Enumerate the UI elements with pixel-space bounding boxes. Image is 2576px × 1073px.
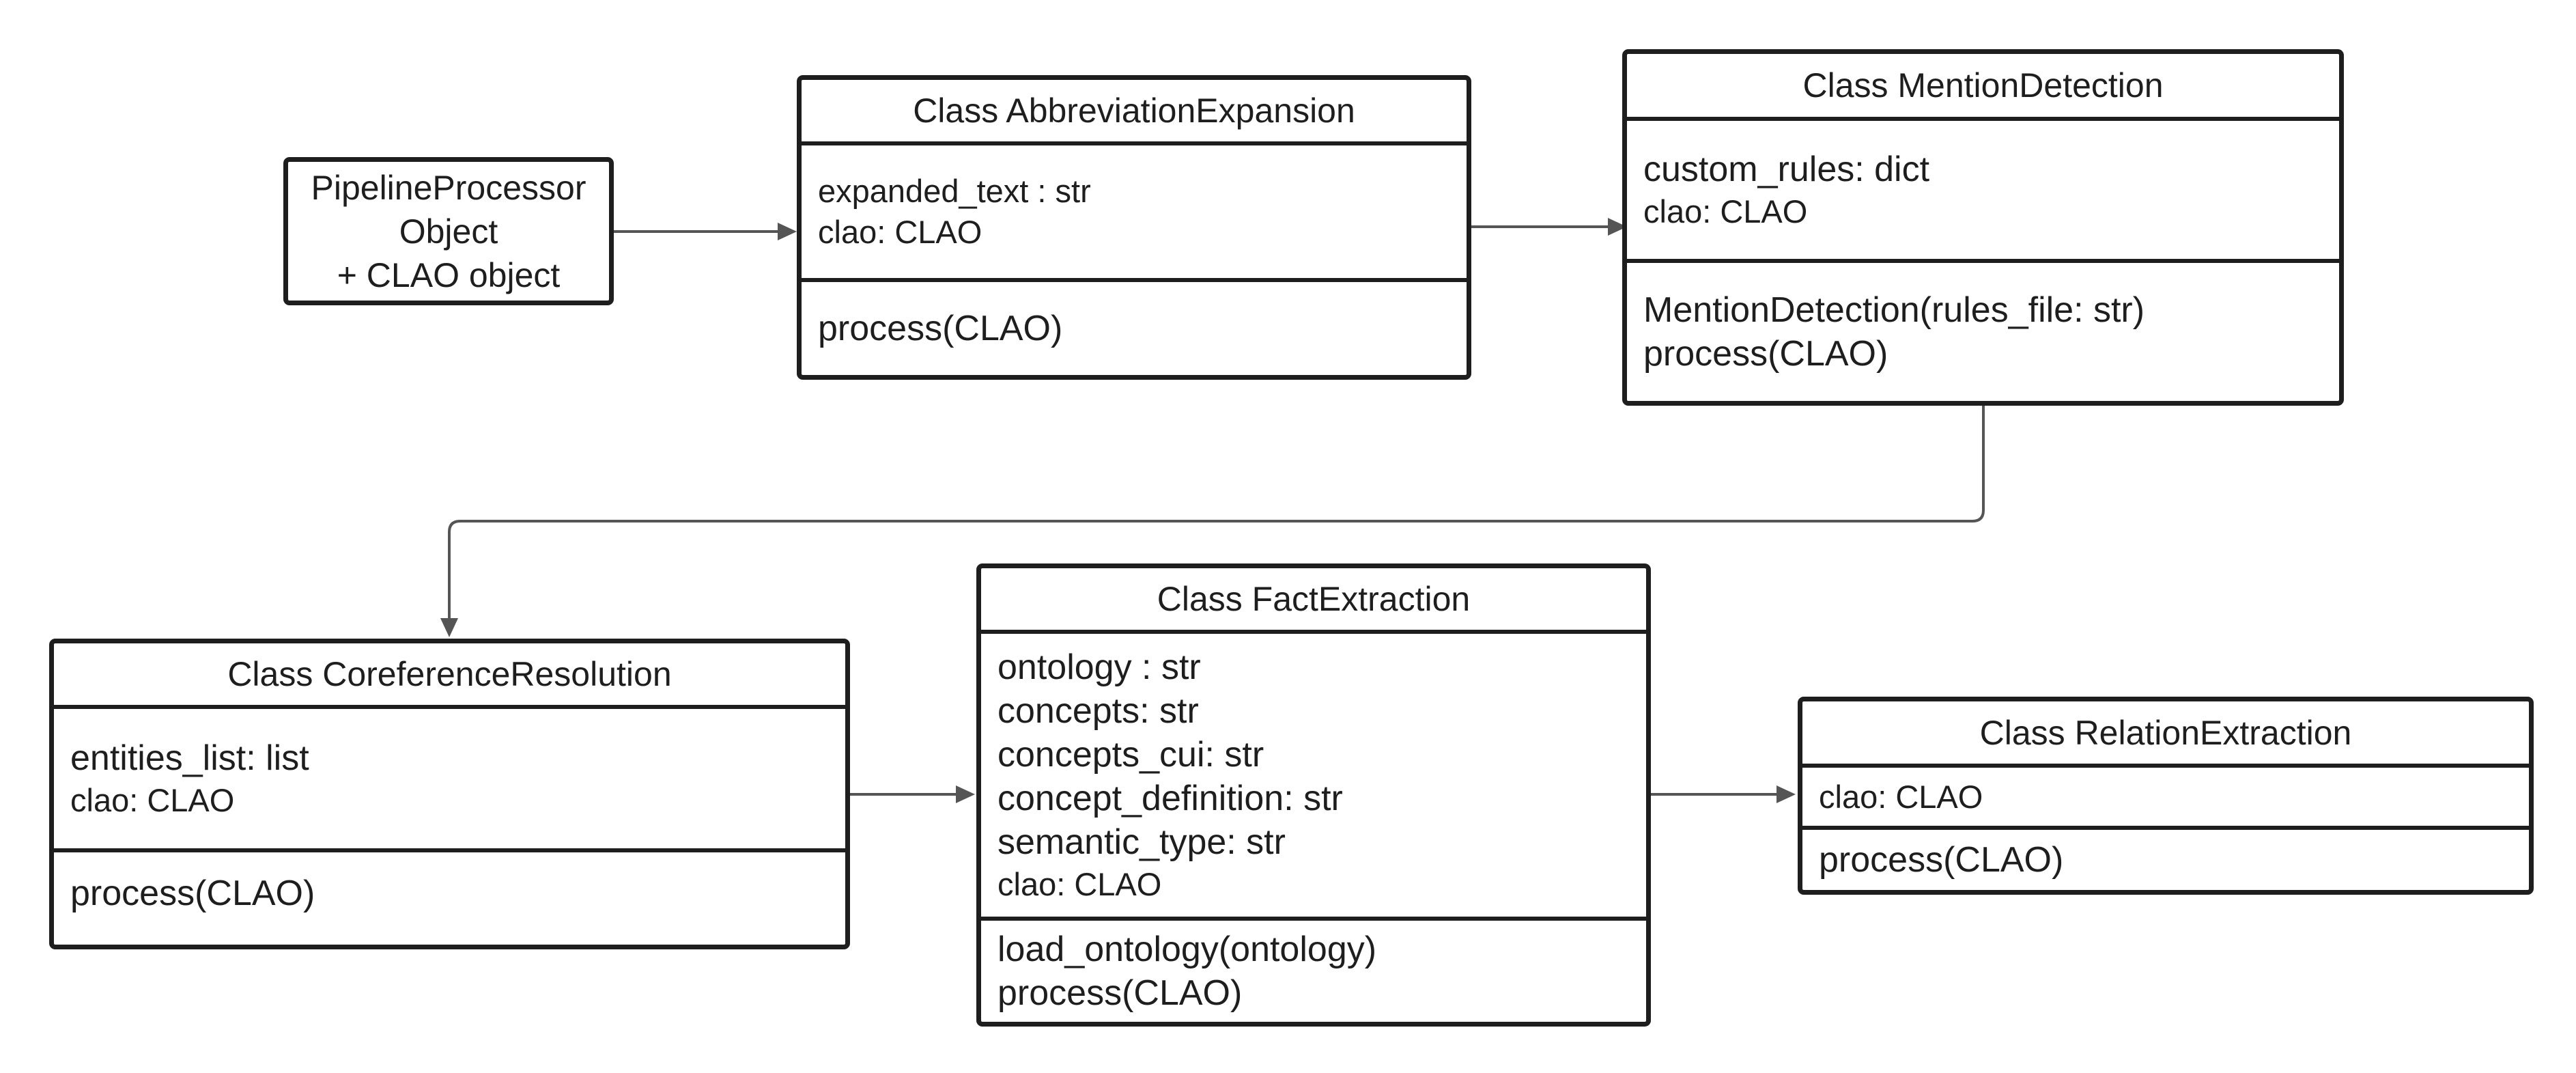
attributes-section: expanded_text : str clao: CLAO [802, 145, 1467, 282]
attribute: clao: CLAO [818, 214, 982, 250]
attribute: custom_rules: dict [1643, 150, 1930, 189]
methods-section: process(CLAO) [1802, 830, 2529, 890]
attribute: clao: CLAO [1819, 778, 1983, 815]
methods-section: process(CLAO) [802, 282, 1467, 375]
method: process(CLAO) [1643, 334, 1888, 374]
pipeline-processor-box: PipelineProcessor Object + CLAO object [283, 157, 614, 305]
pipeline-line: PipelineProcessor [311, 168, 586, 207]
attributes-section: custom_rules: dict clao: CLAO [1627, 121, 2339, 263]
methods-section: MentionDetection(rules_file: str) proces… [1627, 263, 2339, 401]
method: process(CLAO) [997, 973, 1243, 1013]
attribute: concepts_cui: str [997, 735, 1264, 775]
attribute: expanded_text : str [818, 173, 1091, 209]
method: MentionDetection(rules_file: str) [1643, 290, 2145, 330]
attribute: concept_definition: str [997, 779, 1343, 818]
arrowhead-abbreviation [778, 223, 797, 240]
arrowhead-mention [1608, 218, 1627, 236]
method: load_ontology(ontology) [997, 930, 1377, 969]
attribute: semantic_type: str [997, 822, 1286, 862]
attribute: clao: CLAO [997, 866, 1162, 902]
class-abbreviation-expansion: Class AbbreviationExpansion expanded_tex… [797, 75, 1471, 380]
attribute: clao: CLAO [70, 782, 235, 818]
attributes-section: entities_list: list clao: CLAO [54, 709, 845, 852]
attribute: concepts: str [997, 691, 1199, 731]
class-title: Class AbbreviationExpansion [802, 80, 1467, 145]
pipeline-line: + CLAO object [337, 255, 561, 294]
methods-section: process(CLAO) [54, 852, 845, 945]
attribute: ontology : str [997, 647, 1201, 687]
class-title: Class FactExtraction [981, 568, 1646, 634]
class-relation-extraction: Class RelationExtraction clao: CLAO proc… [1798, 697, 2534, 895]
class-title: Class MentionDetection [1627, 54, 2339, 121]
attribute: entities_list: list [70, 738, 309, 778]
class-mention-detection: Class MentionDetection custom_rules: dic… [1622, 49, 2344, 406]
arrowhead-fact [956, 785, 975, 803]
arrowhead-relation [1777, 785, 1796, 803]
method: process(CLAO) [1819, 840, 2064, 880]
arrow-mention-to-coreference [448, 403, 1985, 620]
class-title: Class RelationExtraction [1802, 701, 2529, 768]
arrowhead-coreference [440, 618, 458, 637]
class-coreference-resolution: Class CoreferenceResolution entities_lis… [49, 639, 850, 949]
method: process(CLAO) [818, 309, 1063, 348]
attribute: clao: CLAO [1643, 193, 1808, 229]
attributes-section: clao: CLAO [1802, 768, 2529, 830]
methods-section: load_ontology(ontology) process(CLAO) [981, 921, 1646, 1022]
method: process(CLAO) [70, 874, 315, 913]
pipeline-line: Object [399, 212, 498, 251]
class-title: Class CoreferenceResolution [54, 643, 845, 709]
class-fact-extraction: Class FactExtraction ontology : str conc… [976, 563, 1651, 1027]
attributes-section: ontology : str concepts: str concepts_cu… [981, 634, 1646, 921]
